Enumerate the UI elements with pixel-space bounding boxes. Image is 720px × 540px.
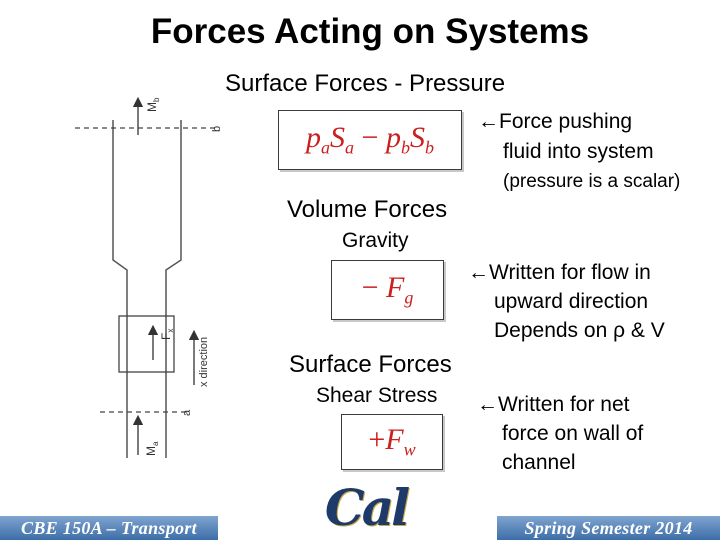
pressure-formula: paSa − pbSb — [306, 121, 434, 158]
pressure-note-line3: (pressure is a scalar) — [503, 171, 681, 192]
slide-title: Forces Acting on Systems — [150, 12, 590, 51]
gravity-note-line1: ←Written for flow in — [468, 261, 651, 284]
section-b-label: b — [211, 126, 223, 132]
shear-formula: +Fw — [368, 423, 416, 460]
pressure-note-line2: fluid into system — [503, 140, 654, 163]
surface-pressure-heading: Surface Forces - Pressure — [225, 70, 506, 97]
volume-forces-heading: Volume Forces — [287, 196, 448, 223]
channel-right-wall — [165, 120, 182, 458]
x-direction-label: x direction — [198, 337, 210, 387]
footer-semester-label: Spring Semester 2014 — [497, 516, 720, 540]
cal-logo: Cal — [324, 477, 410, 537]
shear-note-line1: ←Written for net — [477, 393, 630, 416]
fx-label: Fx — [159, 329, 175, 340]
mb-label: Mb — [145, 97, 161, 112]
channel-diagram: Mb b Fx x direction a Ma — [75, 96, 223, 458]
ma-label: Ma — [144, 441, 160, 456]
gravity-formula: − Fg — [361, 271, 414, 308]
control-volume-box — [118, 315, 175, 373]
shear-surface-heading: Surface Forces — [289, 351, 452, 378]
shear-stress-label: Shear Stress — [316, 384, 438, 407]
gravity-note-line2: upward direction — [494, 290, 649, 313]
channel-left-wall — [112, 120, 128, 458]
gravity-note-line3: Depends on ρ & V — [494, 319, 665, 342]
pressure-note-line1: ←Force pushing — [478, 110, 633, 133]
pressure-formula-box: paSa − pbSb — [278, 110, 462, 170]
shear-formula-box: +Fw — [341, 414, 443, 470]
shear-note-line2: force on wall of — [502, 422, 644, 445]
section-a-label: a — [181, 409, 193, 416]
shear-note-line3: channel — [502, 451, 576, 474]
footer-course-label: CBE 150A – Transport — [0, 516, 218, 540]
gravity-label: Gravity — [342, 229, 409, 252]
gravity-formula-box: − Fg — [331, 260, 444, 320]
